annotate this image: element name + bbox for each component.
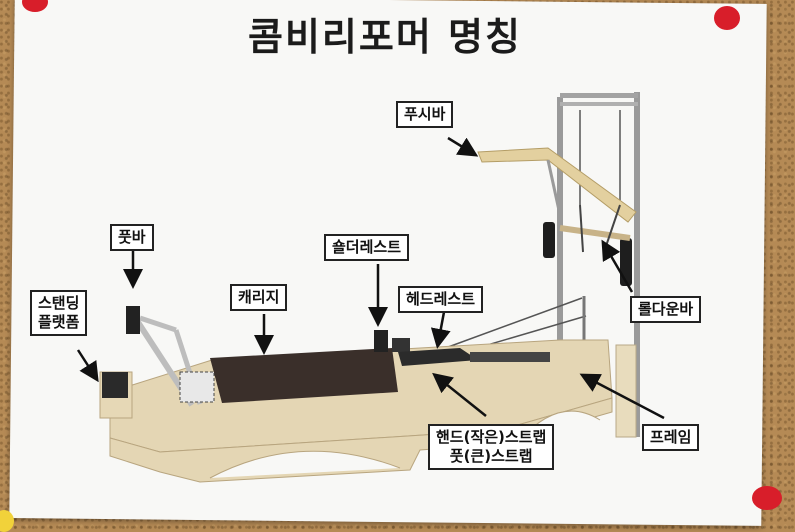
label-strap-line1: 핸드(작은)스트랩	[436, 428, 547, 446]
standing-platform-shape	[99, 371, 133, 419]
label-shoulder-rest: 숄더레스트	[324, 234, 410, 261]
pin-top-left	[22, 0, 48, 12]
shoulder-rest-shape	[374, 330, 388, 352]
pin-bottom-right	[752, 486, 782, 510]
arrow-pushbar	[447, 136, 479, 157]
carriage-shape	[210, 348, 398, 403]
arrow-headrest	[430, 311, 451, 349]
arrow-roll-down-bar	[601, 239, 634, 293]
label-carriage: 캐리지	[230, 284, 288, 311]
arrow-frame	[579, 373, 665, 420]
tower-frame	[543, 92, 640, 438]
arrow-standing-platform	[76, 349, 99, 383]
pin-bottom-left	[0, 510, 14, 532]
headrest-shape	[398, 348, 478, 366]
footbar-shape	[126, 306, 215, 407]
label-frame: 프레임	[642, 424, 700, 451]
label-footbar: 풋바	[110, 224, 154, 251]
label-strap-line2: 풋(큰)스트랩	[449, 447, 533, 465]
label-roll-down-bar: 롤다운바	[630, 296, 702, 323]
pushbar-shape	[477, 147, 637, 223]
label-strap: 핸드(작은)스트랩 풋(큰)스트랩	[428, 424, 555, 470]
label-standing-platform-line1: 스탠딩	[38, 294, 80, 312]
page-title: 콤비리포머 명칭	[248, 15, 522, 59]
label-standing-platform-line2: 플랫폼	[38, 313, 80, 331]
arrow-strap	[432, 372, 487, 417]
pin-top-right	[714, 6, 740, 30]
label-pushbar: 푸시바	[396, 101, 454, 128]
label-standing-platform: 스탠딩 플랫폼	[30, 290, 88, 336]
label-headrest: 헤드레스트	[398, 286, 484, 313]
